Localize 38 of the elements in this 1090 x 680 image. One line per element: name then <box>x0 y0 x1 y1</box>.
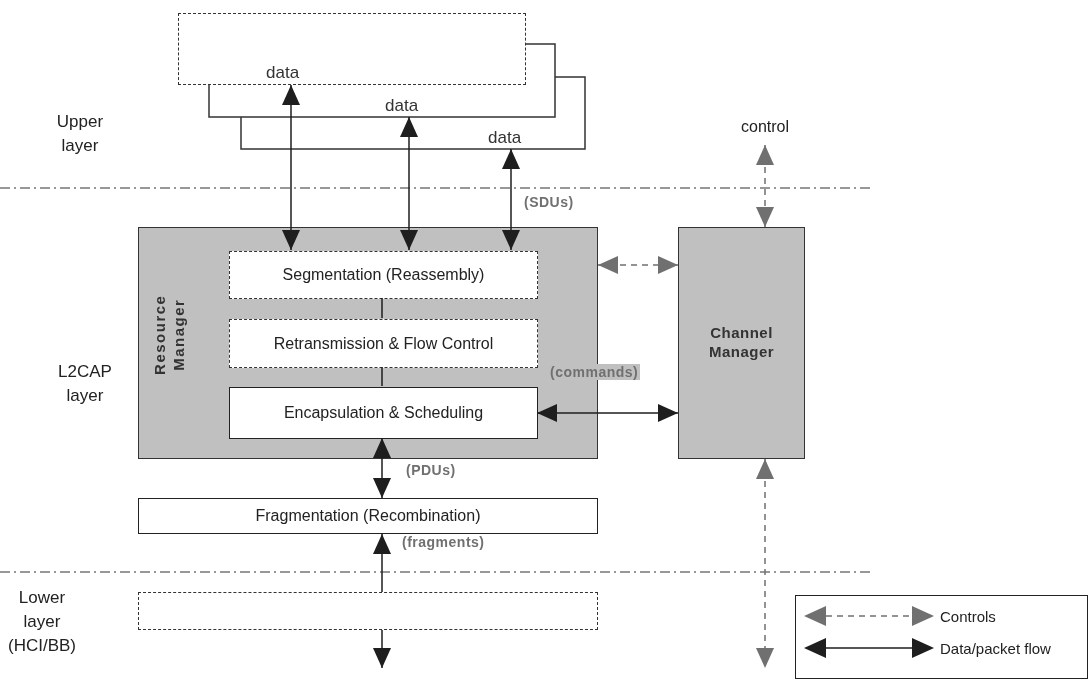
arrow <box>536 404 679 422</box>
data-label: data <box>385 96 419 116</box>
channel-manager-box <box>678 227 805 459</box>
arrow <box>373 437 391 499</box>
arrow <box>756 144 774 228</box>
arrow <box>373 629 391 669</box>
arrow <box>502 148 520 251</box>
arrow <box>400 116 418 251</box>
process-label: Encapsulation & Scheduling <box>283 403 484 423</box>
process-box <box>138 498 598 534</box>
connector-line <box>381 297 383 319</box>
process-box <box>229 319 538 368</box>
arrow <box>373 533 391 593</box>
process-label: Fragmentation (Recombination) <box>255 506 481 526</box>
data-label: data <box>488 128 522 148</box>
edge-label: (fragments) <box>400 534 487 550</box>
arrow <box>756 458 774 669</box>
layer-label: L2CAP layer <box>57 361 113 407</box>
control-text: control <box>741 117 789 137</box>
edge-label: (commands) <box>548 364 641 380</box>
lower-layer-box <box>138 592 598 630</box>
process-box <box>229 387 538 439</box>
legend-label: Controls <box>940 607 996 625</box>
process-label: Segmentation (Reassembly) <box>282 265 485 285</box>
channel-manager-label: Channel Manager <box>707 324 776 362</box>
edge-label: (SDUs) <box>522 194 576 210</box>
layer-label: Upper layer <box>55 111 105 157</box>
legend-label: Data/packet flow <box>940 639 1051 657</box>
resource-manager-label: Resource Manager <box>151 293 188 377</box>
arrow <box>597 256 679 274</box>
arrow <box>282 84 300 251</box>
data-label: data <box>266 63 300 83</box>
process-label: Retransmission & Flow Control <box>273 333 494 354</box>
edge-label: (PDUs) <box>404 462 458 478</box>
connector-line <box>381 366 383 387</box>
layer-label: Lower layer (HCI/BB) <box>7 587 77 657</box>
application-box <box>178 13 526 85</box>
process-box <box>229 251 538 299</box>
